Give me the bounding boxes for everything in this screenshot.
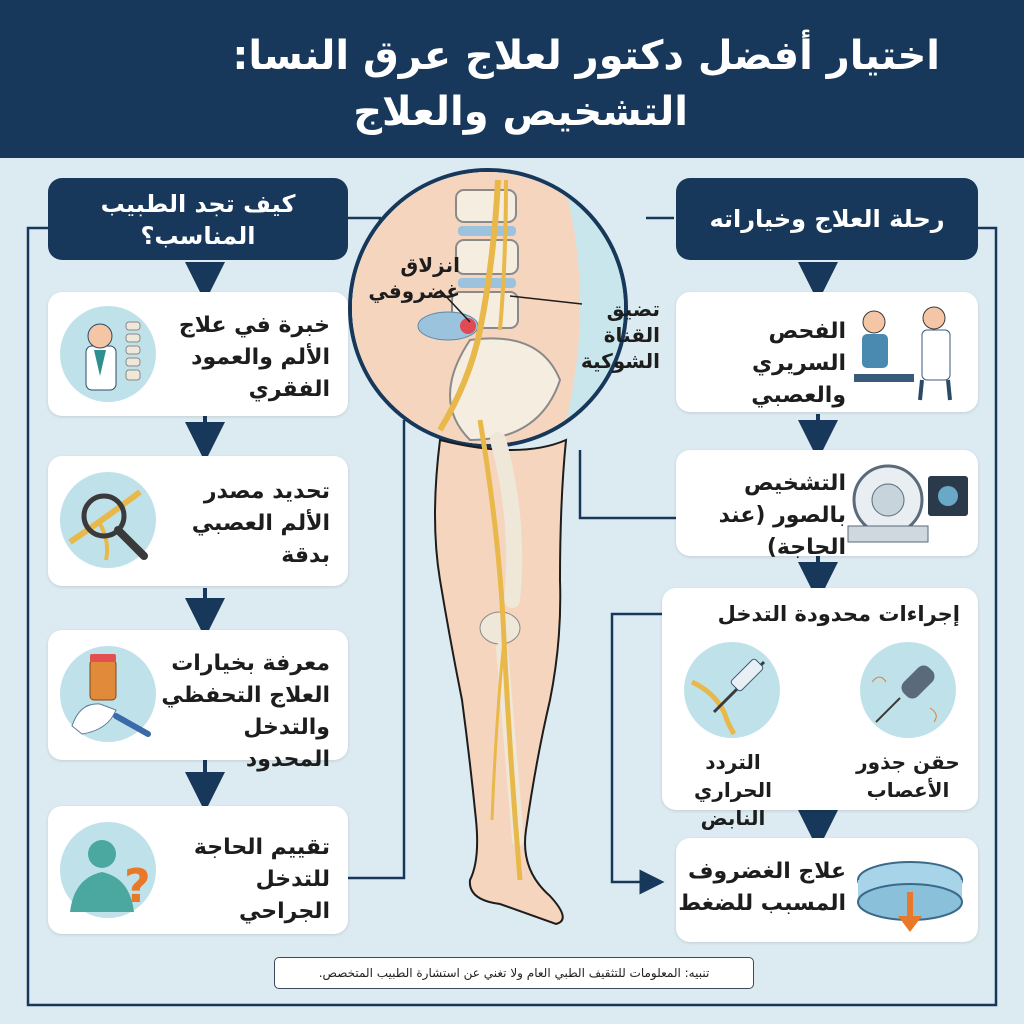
procedures-panel: إجراءات محدودة التدخل حقن جذور الأعصاب ا… bbox=[662, 588, 978, 830]
label-herniated-disc: انزلاق غضروفي bbox=[368, 253, 460, 303]
left-card-4: ? تقييم الحاجة للتدخل الجراحي bbox=[48, 806, 348, 934]
page-title: اختيار أفضل دكتور لعلاج عرق النسا: التشخ… bbox=[80, 28, 940, 140]
left-column-header: كيف تجد الطبيب المناسب؟ bbox=[48, 178, 348, 260]
doctor-spine-icon bbox=[60, 306, 156, 402]
right-card-2-label: التشخيص بالصور (عند الحاجة) bbox=[718, 471, 846, 560]
disclaimer: تنبيه: المعلومات للتثقيف الطبي العام ولا… bbox=[274, 957, 754, 989]
right-card-1-label: الفحص السريري والعصبي bbox=[751, 319, 846, 408]
header-banner: اختيار أفضل دكتور لعلاج عرق النسا: التشخ… bbox=[0, 0, 1024, 158]
right-card-1: الفحص السريري والعصبي bbox=[676, 292, 978, 412]
left-card-2-label: تحديد مصدر الألم العصبي بدقة bbox=[191, 479, 330, 568]
left-card-3-label: معرفة بخيارات العلاج التحفظي والتدخل الم… bbox=[161, 651, 330, 772]
procedure-2-label: التردد الحراري النابض bbox=[694, 750, 772, 830]
medicine-syringe-icon bbox=[60, 646, 156, 742]
disc-compression-icon bbox=[852, 846, 968, 936]
left-card-4-label: تقييم الحاجة للتدخل الجراحي bbox=[193, 835, 330, 924]
procedure-1-label: حقن جذور الأعصاب bbox=[856, 750, 960, 802]
label-spinal-stenosis: تضيق القناة الشوكية bbox=[580, 297, 660, 373]
magnifier-nerve-icon bbox=[60, 472, 156, 568]
title-line-2: التشخيص والعلاج bbox=[353, 89, 688, 135]
left-card-1: خبرة في علاج الألم والعمود الفقري bbox=[48, 292, 348, 416]
mri-scanner-icon bbox=[842, 456, 972, 552]
nerve-root-injection-icon bbox=[860, 642, 956, 738]
left-column-header-label: كيف تجد الطبيب المناسب؟ bbox=[100, 190, 296, 250]
right-card-2: التشخيص بالصور (عند الحاجة) bbox=[676, 450, 978, 560]
svg-text:?: ? bbox=[124, 859, 151, 913]
left-card-2: تحديد مصدر الألم العصبي بدقة bbox=[48, 456, 348, 586]
left-card-3: معرفة بخيارات العلاج التحفظي والتدخل الم… bbox=[48, 630, 348, 772]
title-line-1: اختيار أفضل دكتور لعلاج عرق النسا: bbox=[232, 33, 940, 79]
right-column-header: رحلة العلاج وخياراته bbox=[676, 178, 978, 260]
surgeon-question-icon: ? bbox=[60, 822, 156, 918]
clinical-exam-icon bbox=[850, 300, 968, 404]
right-card-final: علاج الغضروف المسبب للضغط bbox=[676, 838, 978, 942]
procedures-title: إجراءات محدودة التدخل bbox=[717, 602, 960, 626]
radiofrequency-icon bbox=[684, 642, 780, 738]
right-card-final-label: علاج الغضروف المسبب للضغط bbox=[678, 859, 846, 916]
right-column-header-label: رحلة العلاج وخياراته bbox=[709, 205, 945, 233]
left-card-1-label: خبرة في علاج الألم والعمود الفقري bbox=[178, 313, 330, 402]
